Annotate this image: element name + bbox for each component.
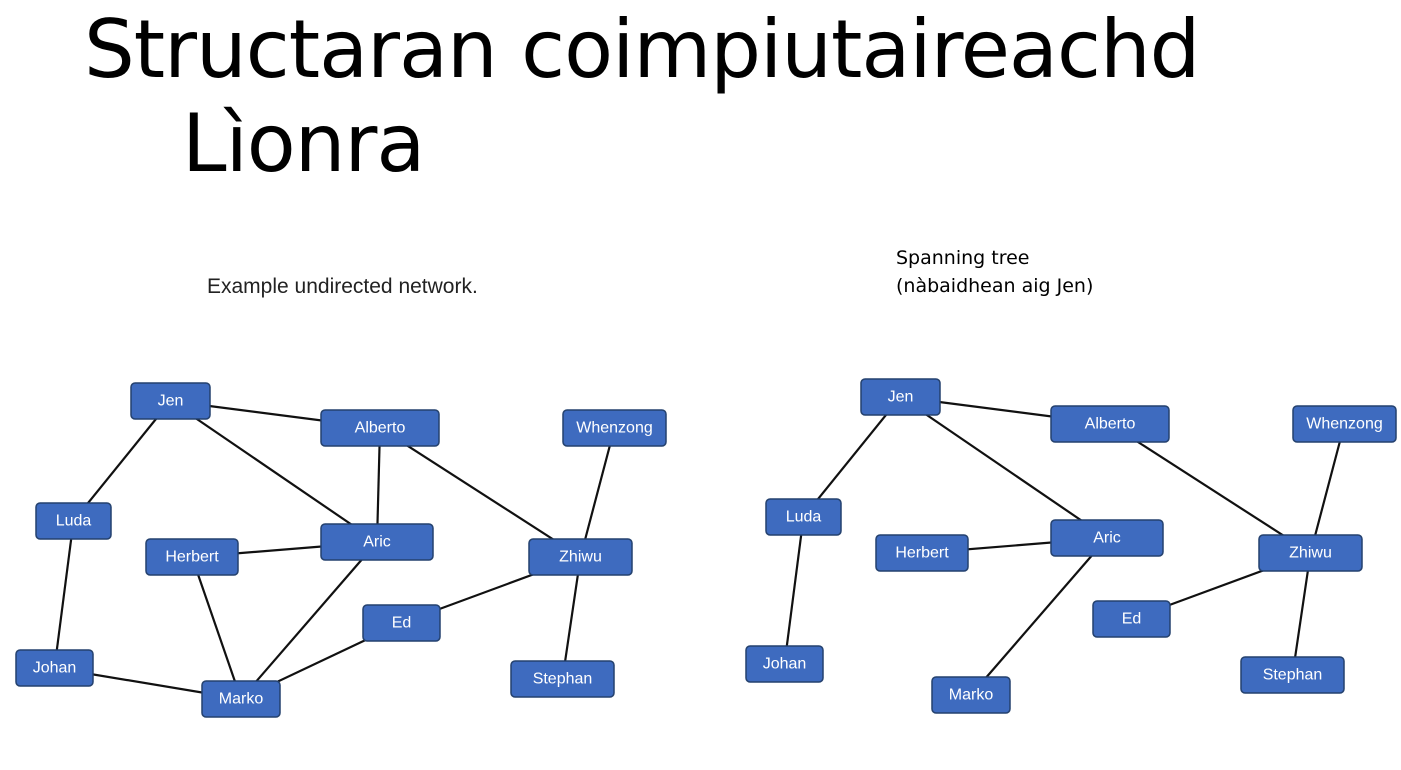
network-edge-zhiwu-stephan xyxy=(561,556,582,680)
tree-node-label-whenzong: Whenzong xyxy=(1306,416,1383,433)
network-node-box-whenzong xyxy=(562,409,667,447)
network-node-whenzong: Whenzong xyxy=(562,409,667,447)
network-node-label-jen: Jen xyxy=(158,393,184,410)
network-node-box-aric xyxy=(320,523,434,561)
tree-node-whenzong: Whenzong xyxy=(1292,405,1397,443)
tree-node-label-johan: Johan xyxy=(763,656,807,673)
tree-node-label-zhiwu: Zhiwu xyxy=(1289,545,1332,562)
network-node-label-zhiwu: Zhiwu xyxy=(559,549,602,566)
spanning-tree-caption-line-2: (nàbaidhean aig Jen) xyxy=(896,275,1094,297)
network-edge-herbert-marko xyxy=(190,556,243,700)
network-caption: Example undirected network. xyxy=(207,275,478,298)
network-node-box-johan xyxy=(15,649,94,687)
tree-node-stephan: Stephan xyxy=(1240,656,1345,694)
network-node-label-aric: Aric xyxy=(363,534,391,551)
network-node-aric: Aric xyxy=(320,523,434,561)
network-node-label-ed: Ed xyxy=(392,615,412,632)
tree-edge-whenzong-zhiwu xyxy=(1309,423,1346,554)
network-node-box-jen xyxy=(130,382,211,420)
network-node-box-luda xyxy=(35,502,112,540)
network-node-label-herbert: Herbert xyxy=(165,549,219,566)
tree-edge-luda-johan xyxy=(783,516,805,665)
spanning-tree-caption: Spanning tree (nàbaidhean aig Jen) xyxy=(896,244,1093,300)
tree-node-box-ed xyxy=(1092,600,1171,638)
network-node-box-herbert xyxy=(145,538,239,576)
tree-node-box-whenzong xyxy=(1292,405,1397,443)
network-edge-whenzong-zhiwu xyxy=(579,427,616,558)
tree-node-box-stephan xyxy=(1240,656,1345,694)
tree-node-box-johan xyxy=(745,645,824,683)
tree-edge-alberto-zhiwu xyxy=(1109,423,1312,554)
network-edge-aric-marko xyxy=(240,541,378,700)
tree-node-johan: Johan xyxy=(745,645,824,683)
network-node-label-stephan: Stephan xyxy=(533,671,593,688)
tree-node-label-alberto: Alberto xyxy=(1085,416,1136,433)
network-node-label-marko: Marko xyxy=(219,691,264,708)
tree-node-box-jen xyxy=(860,378,941,416)
network-node-johan: Johan xyxy=(15,649,94,687)
title-line-1: Structaran coimpiutaireachd xyxy=(84,3,1200,96)
tree-node-box-zhiwu xyxy=(1258,534,1363,572)
tree-edge-aric-marko xyxy=(970,537,1108,696)
network-node-label-johan: Johan xyxy=(33,660,77,677)
tree-node-luda: Luda xyxy=(765,498,842,536)
tree-node-box-luda xyxy=(765,498,842,536)
network-node-marko: Marko xyxy=(201,680,281,718)
network-node-label-whenzong: Whenzong xyxy=(576,420,653,437)
tree-node-label-stephan: Stephan xyxy=(1263,667,1323,684)
tree-edge-jen-aric xyxy=(899,396,1108,539)
tree-node-label-herbert: Herbert xyxy=(895,545,949,562)
network-edge-luda-johan xyxy=(53,520,75,669)
network-node-luda: Luda xyxy=(35,502,112,540)
tree-node-box-aric xyxy=(1050,519,1164,557)
network-node-label-luda: Luda xyxy=(56,513,92,530)
tree-node-aric: Aric xyxy=(1050,519,1164,557)
network-node-label-alberto: Alberto xyxy=(355,420,406,437)
network-node-box-marko xyxy=(201,680,281,718)
tree-edge-jen-luda xyxy=(802,396,902,518)
network-node-ed: Ed xyxy=(362,604,441,642)
network-edge-alberto-zhiwu xyxy=(379,427,582,558)
network-node-box-ed xyxy=(362,604,441,642)
tree-node-label-ed: Ed xyxy=(1122,611,1142,628)
spanning-tree-caption-line-1: Spanning tree xyxy=(896,247,1030,269)
network-edge-jen-luda xyxy=(72,400,172,522)
network-edge-jen-aric xyxy=(169,400,378,543)
tree-node-ed: Ed xyxy=(1092,600,1171,638)
network-node-herbert: Herbert xyxy=(145,538,239,576)
tree-node-zhiwu: Zhiwu xyxy=(1258,534,1363,572)
tree-node-label-aric: Aric xyxy=(1093,530,1121,547)
tree-node-label-jen: Jen xyxy=(888,389,914,406)
network-node-box-stephan xyxy=(510,660,615,698)
network-node-jen: Jen xyxy=(130,382,211,420)
tree-node-herbert: Herbert xyxy=(875,534,969,572)
network-node-stephan: Stephan xyxy=(510,660,615,698)
tree-node-box-herbert xyxy=(875,534,969,572)
network-edge-alberto-aric xyxy=(375,427,382,543)
tree-node-marko: Marko xyxy=(931,676,1011,714)
network-node-box-zhiwu xyxy=(528,538,633,576)
tree-edge-zhiwu-stephan xyxy=(1291,552,1312,676)
tree-node-box-alberto xyxy=(1050,405,1170,443)
title-line-2: Lìonra xyxy=(182,97,425,190)
tree-node-alberto: Alberto xyxy=(1050,405,1170,443)
network-node-alberto: Alberto xyxy=(320,409,440,447)
tree-node-label-marko: Marko xyxy=(949,687,994,704)
network-node-box-alberto xyxy=(320,409,440,447)
tree-node-jen: Jen xyxy=(860,378,941,416)
tree-node-label-luda: Luda xyxy=(786,509,822,526)
tree-node-box-marko xyxy=(931,676,1011,714)
network-node-zhiwu: Zhiwu xyxy=(528,538,633,576)
